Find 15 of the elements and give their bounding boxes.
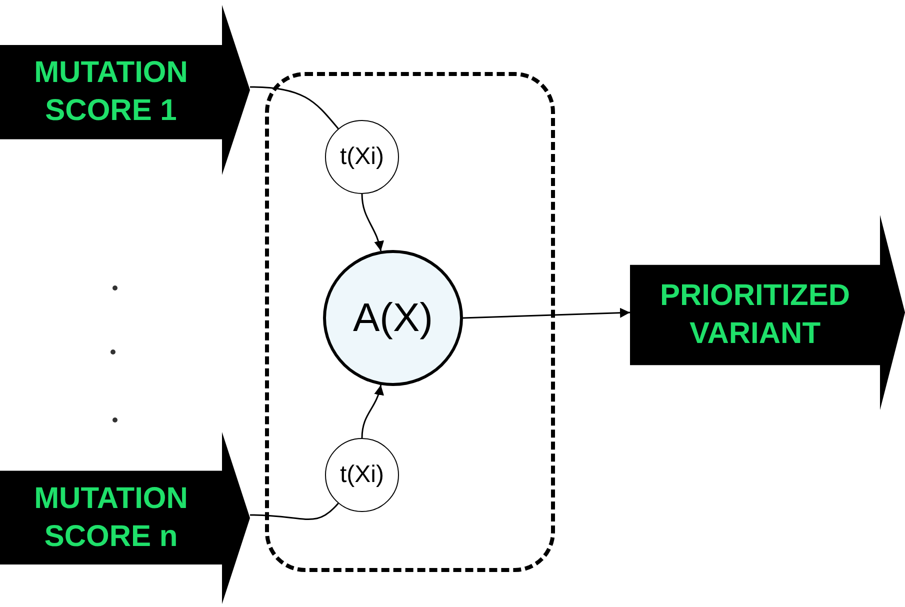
arrow-shaped-box [0, 432, 250, 604]
function-label: t(Xi) [340, 461, 384, 489]
box-label: MUTATION SCORE 1 [33, 55, 189, 130]
box-label: PRIORITIZED VARIANT [658, 278, 851, 352]
connector-line [250, 86, 339, 130]
box-label: MUTATION SCORE n [33, 480, 189, 555]
arrow-shaped-box [630, 215, 905, 410]
function-label: A(X) [353, 296, 433, 340]
arrow-shaped-box [0, 5, 250, 175]
connector-line [250, 502, 339, 520]
arrow [361, 194, 384, 252]
dashed-boundary-box [265, 72, 555, 572]
arrow [462, 308, 630, 319]
function-label: t(Xi) [340, 143, 384, 171]
arrow [361, 384, 384, 438]
